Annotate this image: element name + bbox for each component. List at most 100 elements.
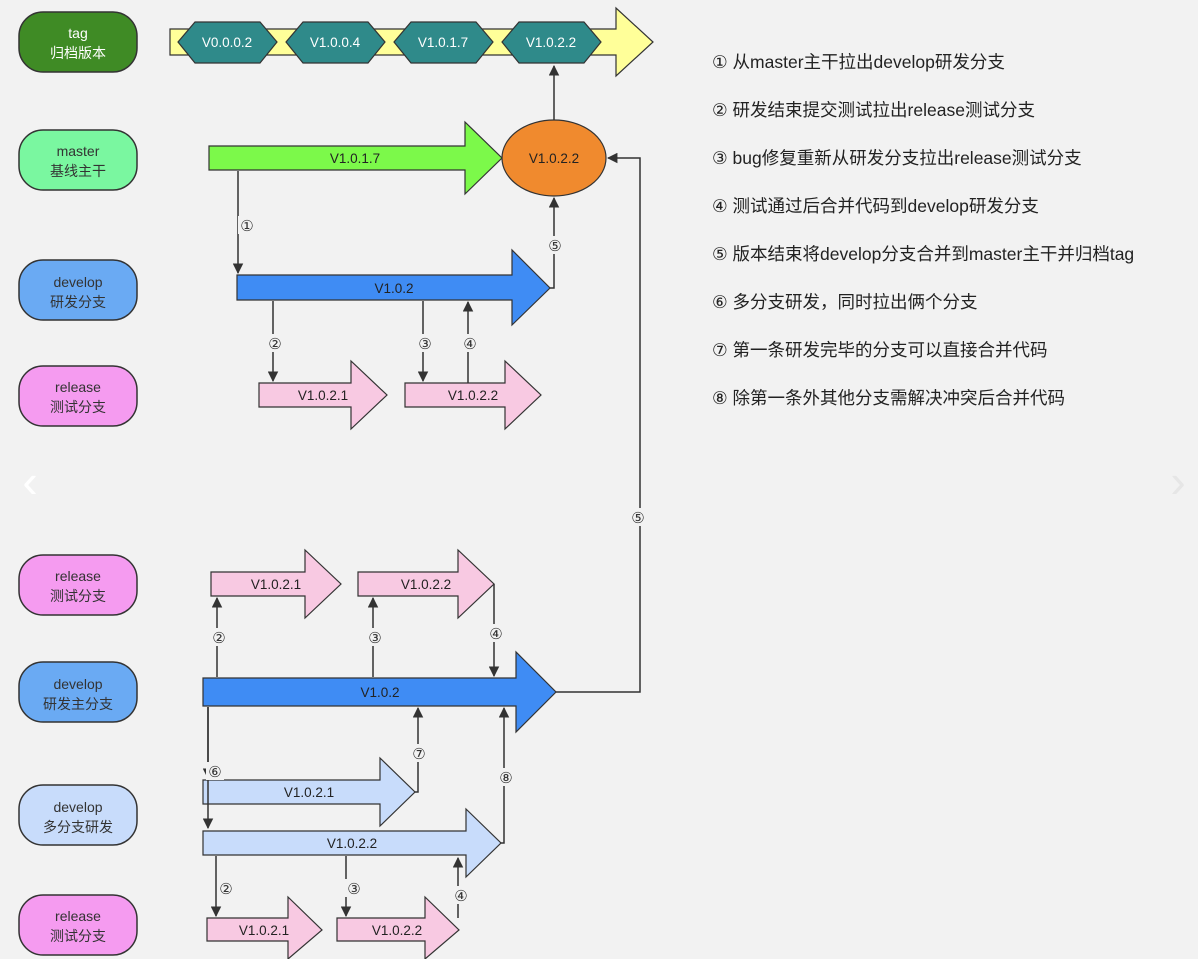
lane-develop-main-title: develop: [53, 676, 102, 692]
tag-hexagon-4-label: V1.0.2.2: [526, 35, 576, 50]
step-label-4-bottom: ④: [454, 888, 467, 905]
lane-tag-subtitle: 归档版本: [50, 45, 106, 61]
lane-release-bottom-box: [18, 894, 138, 956]
step-label-bg: [545, 236, 563, 254]
step-label-bg: [452, 886, 470, 904]
prev-chevron-icon[interactable]: ‹: [22, 455, 37, 507]
lane-master-subtitle: 基线主干: [50, 163, 106, 179]
tag-hexagon-3: V1.0.1.7: [393, 21, 494, 64]
tag-hexagon-4-shape: [501, 21, 602, 64]
step-label-4-top: ④: [463, 336, 476, 353]
step-label-bg: [497, 768, 515, 786]
release-mid-arrow-2-label: V1.0.2.2: [401, 577, 451, 592]
legend-item-4: ④ 测试通过后合并代码到develop研发分支: [712, 196, 1039, 216]
lane-master: master 基线主干: [18, 129, 138, 191]
connector-multi-2-to-develop-main: [498, 706, 510, 844]
lane-tag-title: tag: [68, 25, 87, 41]
step-label-3-bottom: ③: [347, 881, 360, 898]
step-label-4-mid: ④: [489, 626, 502, 643]
multi-arrow-1-label: V1.0.2.1: [284, 785, 334, 800]
release-top-arrow-2: V1.0.2.2: [404, 359, 542, 431]
tag-hexagon-4: V1.0.2.2: [501, 21, 602, 64]
release-top-arrow-2-shape: [404, 359, 542, 431]
master-arrow-shape: [208, 120, 503, 196]
tag-hexagon-3-shape: [393, 21, 494, 64]
step-labels-bottom: ② ③ ④ ⑥ ⑦ ⑧ ② ③ ④: [206, 624, 515, 905]
step-label-2-mid: ②: [212, 630, 225, 647]
release-mid-arrow-1-shape: [210, 548, 342, 620]
master-arrow: V1.0.1.7: [208, 120, 503, 196]
connector-develop-to-merge: [548, 196, 560, 289]
step-legend: ① 从master主干拉出develop研发分支 ② 研发结束提交测试拉出rel…: [712, 48, 1198, 432]
release-mid-arrow-2-shape: [357, 548, 495, 620]
lane-develop-top-subtitle: 研发分支: [50, 294, 106, 310]
lane-develop-multi-box: [18, 784, 138, 846]
release-top-arrow-1-label: V1.0.2.1: [298, 388, 348, 403]
tag-hexagon-3-label: V1.0.1.7: [418, 35, 468, 50]
multi-arrow-1: V1.0.2.1: [202, 756, 416, 828]
lane-develop-top: develop 研发分支: [18, 259, 138, 321]
step-label-bg: [366, 628, 384, 646]
step-label-bg: [266, 334, 284, 352]
lane-release-mid-box: [18, 554, 138, 616]
step-labels-top: ① ⑤ ② ③ ④ ⑤: [238, 216, 648, 527]
lane-release-bottom-subtitle: 测试分支: [50, 928, 106, 944]
develop-main-arrow-shape: [202, 650, 557, 734]
step-label-2-bottom: ②: [219, 881, 232, 898]
develop-top-arrow-label: V1.0.2: [374, 281, 413, 296]
step-label-2-top: ②: [268, 336, 281, 353]
lane-develop-main-box: [18, 661, 138, 723]
connector-multi-1-to-develop-main: [412, 706, 424, 793]
tag-hexagon-1-shape: [177, 21, 278, 64]
lane-develop-multi: develop 多分支研发: [18, 784, 138, 846]
step-label-bg: [416, 334, 434, 352]
legend-item-3: ③ bug修复重新从研发分支拉出release测试分支: [712, 148, 1082, 168]
lane-master-box: [18, 129, 138, 191]
lane-develop-main-subtitle: 研发主分支: [43, 696, 113, 712]
step-label-bg: [487, 624, 505, 642]
legend-item-6: ⑥ 多分支研发，同时拉出俩个分支: [712, 292, 978, 312]
step-label-3-top: ③: [418, 336, 431, 353]
develop-main-arrow: V1.0.2: [202, 650, 557, 734]
legend-item-8: ⑧ 除第一条外其他分支需解决冲突后合并代码: [712, 388, 1066, 408]
legend-item-7: ⑦ 第一条研发完毕的分支可以直接合并代码: [712, 340, 1048, 360]
lane-release-bottom: release 测试分支: [18, 894, 138, 956]
tag-hexagon-1-label: V0.0.0.2: [202, 35, 252, 50]
lane-develop-top-title: develop: [53, 274, 102, 290]
lane-release-mid-subtitle: 测试分支: [50, 588, 106, 604]
next-chevron-icon[interactable]: ›: [1170, 455, 1185, 507]
step-label-3-mid: ③: [368, 630, 381, 647]
step-label-bg: [206, 762, 224, 780]
release-top-arrow-1: V1.0.2.1: [258, 359, 388, 431]
tag-hexagon-2-label: V1.0.0.4: [310, 35, 361, 50]
step-label-5-top: ⑤: [548, 238, 561, 255]
lane-develop-multi-title: develop: [53, 799, 102, 815]
multi-arrow-2: V1.0.2.2: [202, 807, 502, 879]
step-label-bg: [630, 508, 648, 526]
step-label-1-top: ①: [240, 218, 253, 235]
lane-release-top-subtitle: 测试分支: [50, 399, 106, 415]
release-mid-arrow-1-label: V1.0.2.1: [251, 577, 301, 592]
step-label-bg: [238, 216, 256, 234]
release-bottom-arrow-2-label: V1.0.2.2: [372, 923, 422, 938]
release-bottom-arrow-2: V1.0.2.2: [336, 895, 460, 959]
lane-release-bottom-title: release: [55, 908, 101, 924]
connector-develop-main-to-merge: [556, 152, 641, 693]
lane-develop-main: develop 研发主分支: [18, 661, 138, 723]
lane-release-top-box: [18, 365, 138, 427]
step-label-6: ⑥: [208, 764, 221, 781]
multi-arrow-2-label: V1.0.2.2: [327, 836, 377, 851]
release-top-arrow-1-shape: [258, 359, 388, 431]
develop-top-arrow-shape: [236, 248, 551, 327]
develop-top-arrow: V1.0.2: [236, 248, 551, 327]
lane-develop-top-box: [18, 259, 138, 321]
tag-hexagon-2-shape: [285, 21, 386, 64]
lane-release-mid: release 测试分支: [18, 554, 138, 616]
step-label-5-long: ⑤: [631, 510, 644, 527]
tag-hexagon-2: V1.0.0.4: [285, 21, 386, 64]
step-label-8: ⑧: [499, 770, 512, 787]
step-label-7: ⑦: [412, 746, 425, 763]
lane-release-mid-title: release: [55, 568, 101, 584]
master-arrow-label: V1.0.1.7: [330, 151, 380, 166]
